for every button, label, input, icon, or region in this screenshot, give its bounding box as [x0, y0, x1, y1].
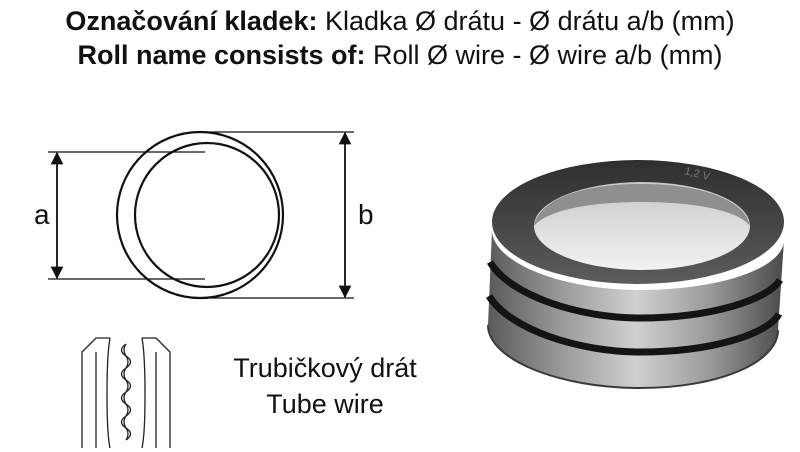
title-line-czech: Označování kladek: Kladka Ø drátu - Ø dr… — [0, 4, 800, 38]
tube-wire-profile — [81, 337, 171, 449]
profile-groove-right — [141, 337, 146, 449]
roller-groove-upper — [486, 260, 783, 322]
profile-outline-right — [142, 337, 171, 448]
profile-groove-left — [106, 337, 111, 449]
caption-czech: Trubičkový drát — [233, 353, 417, 383]
title-english-bold: Roll name consists of: — [77, 40, 366, 70]
caption: Trubičkový drát Tube wire — [210, 350, 440, 422]
dimension-diagram: a b — [34, 130, 374, 300]
roll-outer-circle — [115, 130, 285, 300]
roller-bore-shadow — [534, 184, 750, 226]
title-block: Označování kladek: Kladka Ø drátu - Ø dr… — [0, 4, 800, 72]
roller-groove-lower — [486, 294, 783, 356]
caption-english: Tube wire — [266, 389, 384, 419]
title-czech-bold: Označování kladek: — [65, 6, 318, 36]
roll-inner-circle — [133, 141, 281, 289]
title-line-english: Roll name consists of: Roll Ø wire - Ø w… — [0, 38, 800, 72]
label-b: b — [358, 199, 374, 230]
title-czech-text: Kladka Ø drátu - Ø drátu a/b (mm) — [317, 6, 735, 36]
profile-outline-left — [81, 337, 110, 448]
title-english-text: Roll Ø wire - Ø wire a/b (mm) — [365, 40, 723, 70]
label-a: a — [34, 199, 50, 230]
roller-image: 1,2 V — [486, 160, 784, 390]
profile-tube-wire-inner — [123, 343, 129, 441]
roller-bottom-edge — [487, 324, 779, 390]
